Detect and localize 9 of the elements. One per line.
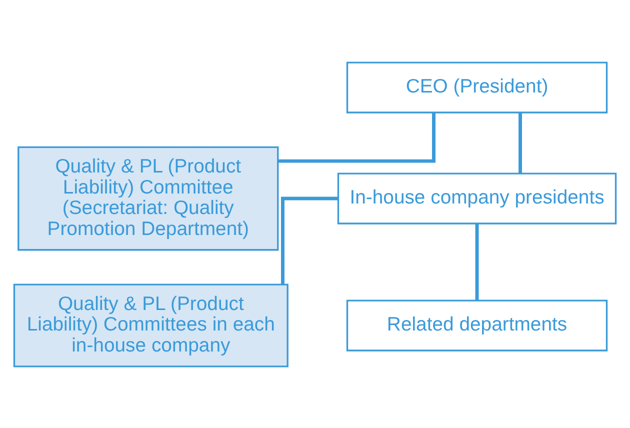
node-box: Related departments bbox=[346, 299, 608, 351]
node-box: Quality & PL (Product Liability) Committees in each in-house company bbox=[13, 283, 288, 367]
connector bbox=[518, 112, 522, 173]
node-box: Quality & PL (Product Liability) Committee (Secretariat: Quality Promotion Department) bbox=[18, 146, 279, 250]
node-box: CEO (President) bbox=[346, 61, 608, 113]
node-box: In-house company presidents bbox=[337, 172, 617, 224]
connector bbox=[281, 196, 338, 284]
connector bbox=[475, 223, 479, 300]
connector bbox=[278, 112, 436, 162]
